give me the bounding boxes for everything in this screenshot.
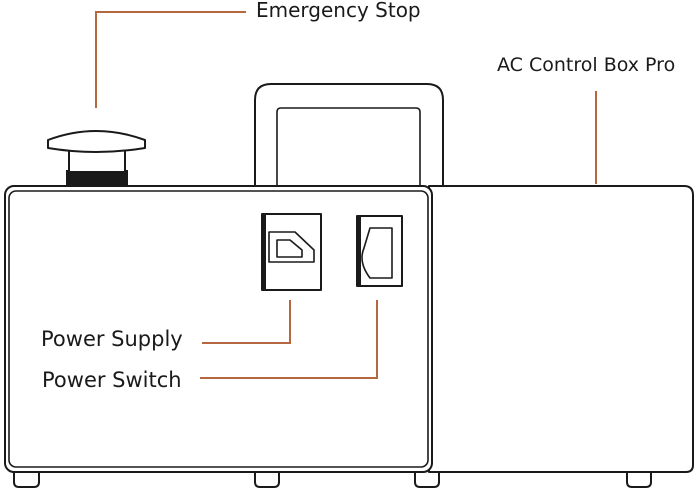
leader-power-supply [202, 300, 291, 344]
power-supply-socket[interactable] [261, 213, 322, 291]
socket-receptacle[interactable] [268, 231, 315, 263]
carry-handle-inner [276, 107, 421, 186]
switch-rocker[interactable] [361, 227, 393, 279]
switch-shadow [357, 216, 361, 286]
power-switch[interactable] [356, 215, 403, 287]
socket-plate [261, 213, 322, 291]
estop-collar [68, 149, 126, 173]
emergency-stop-button[interactable] [47, 130, 146, 187]
foot-rear-right [626, 469, 652, 488]
foot-front-left [13, 469, 40, 488]
foot-front-right [254, 469, 280, 488]
emergency-stop-label: Emergency Stop [256, 0, 421, 22]
front-panel-bezel [8, 190, 429, 468]
estop-mushroom-cap[interactable] [47, 130, 146, 153]
leader-emergency-stop [95, 11, 246, 108]
socket-shadow [262, 214, 266, 290]
carry-handle [254, 83, 444, 186]
estop-base-ring [66, 170, 128, 187]
power-switch-label: Power Switch [42, 368, 182, 392]
foot-rear-left [414, 469, 440, 488]
ac-control-box-label: AC Control Box Pro [497, 54, 676, 76]
power-supply-label: Power Supply [41, 327, 183, 351]
leader-power-switch [200, 300, 378, 379]
side-panel [428, 185, 694, 473]
socket-pins [276, 239, 303, 258]
front-panel [4, 185, 433, 473]
